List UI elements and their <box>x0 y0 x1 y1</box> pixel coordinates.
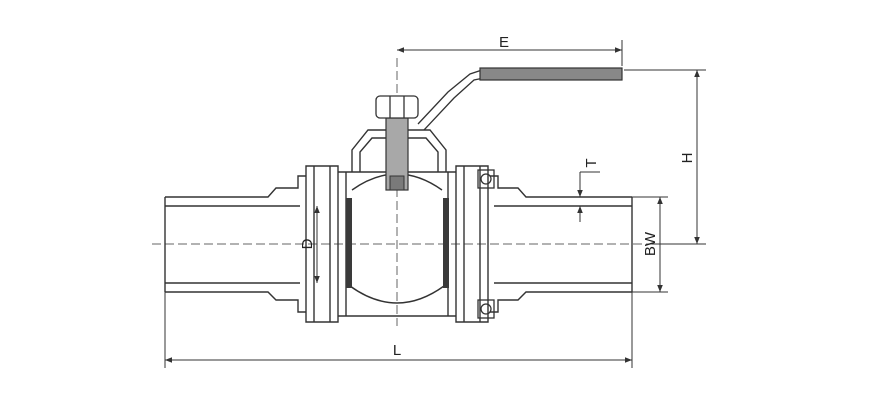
pipes <box>164 175 633 313</box>
dimension-t-label: T <box>583 158 600 167</box>
left-seat <box>346 198 352 288</box>
stem-tip <box>389 175 405 191</box>
dimension-t <box>575 171 600 222</box>
dimension-h-label: H <box>679 153 696 164</box>
dimension-bw <box>632 196 668 293</box>
handle <box>417 67 623 131</box>
dimension-d-label: D <box>299 238 316 249</box>
handle-arm <box>417 69 485 131</box>
right-flange <box>455 165 489 323</box>
right-seat <box>443 198 449 288</box>
left-pipe <box>164 175 306 313</box>
handle-grip <box>479 67 623 81</box>
right-pipe <box>490 175 633 313</box>
dimension-l <box>164 292 633 368</box>
bolt-top <box>477 169 495 189</box>
bolt-bottom <box>477 299 495 319</box>
stem-nut <box>375 95 419 119</box>
dimension-e-label: E <box>499 34 509 51</box>
dimension-e <box>397 40 623 66</box>
dimension-bw-label: BW <box>642 231 659 256</box>
bolts <box>477 169 495 319</box>
stem <box>385 117 409 191</box>
left-flange <box>305 165 339 323</box>
dimension-l-label: L <box>393 342 401 359</box>
